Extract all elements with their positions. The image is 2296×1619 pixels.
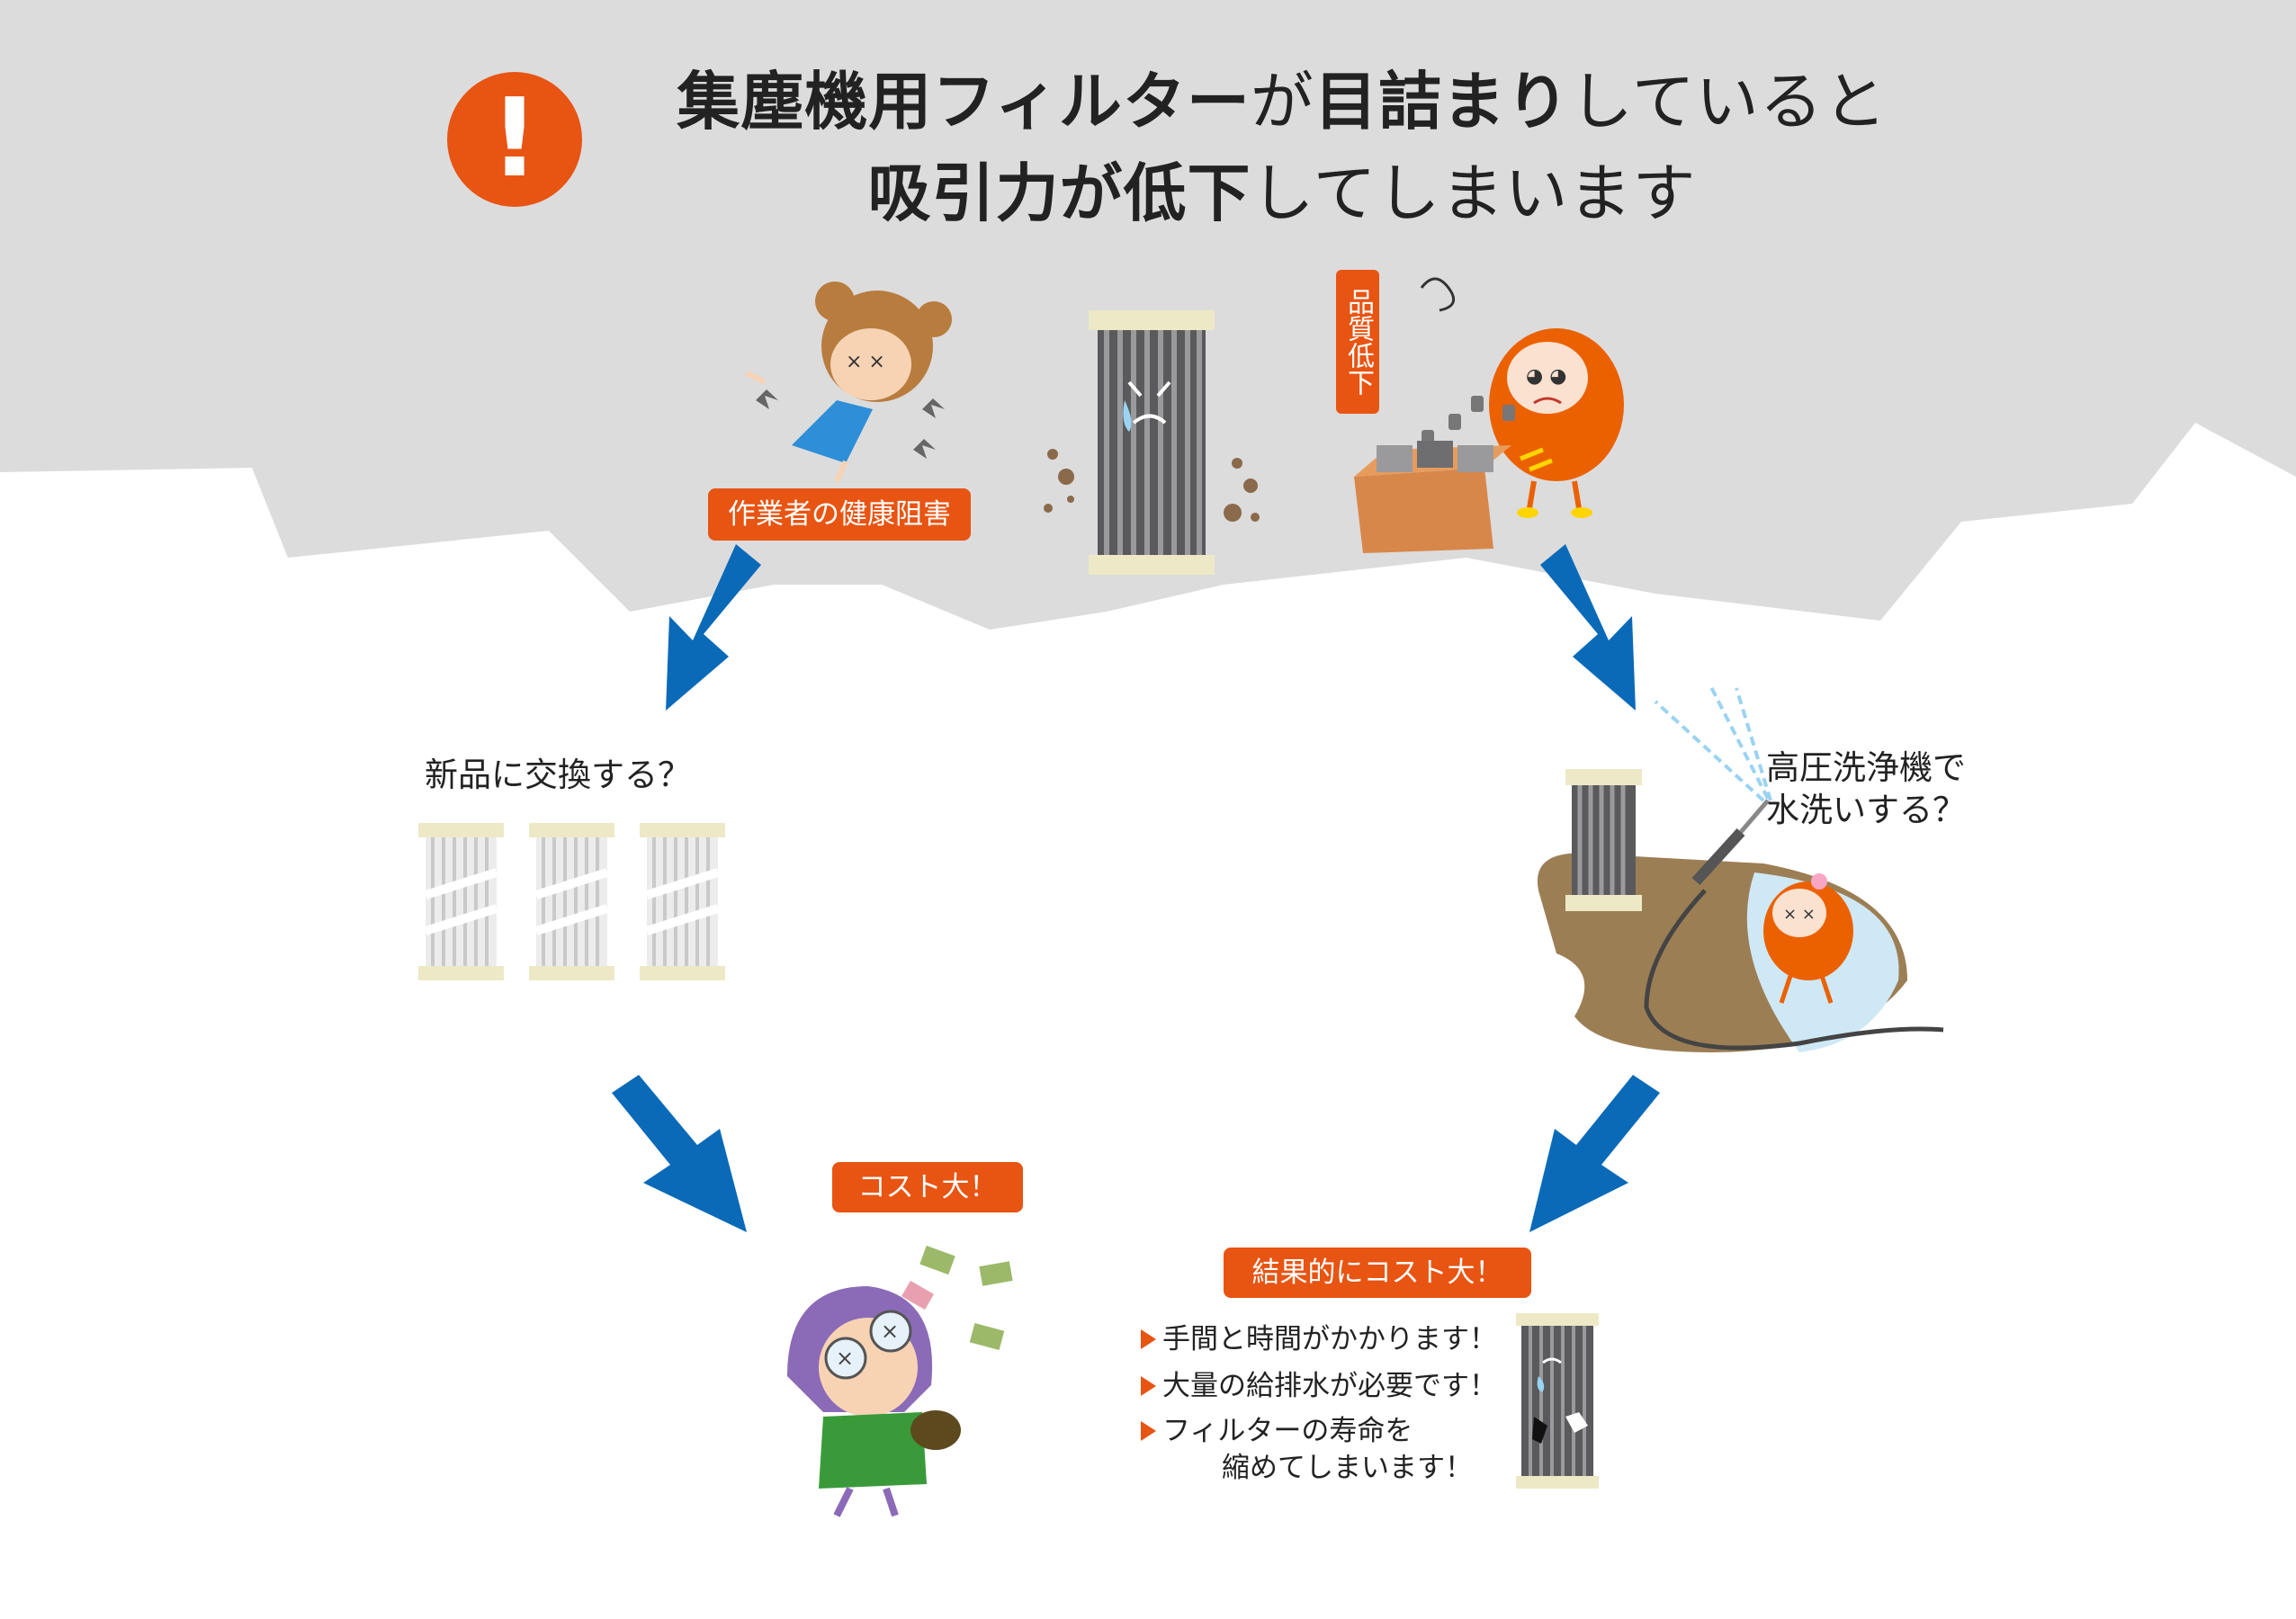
pressure-washing-illustration: × × xyxy=(1537,684,1944,1052)
arrow-down-right-top xyxy=(1540,544,1636,711)
arrow-down-left-top xyxy=(666,544,761,711)
cost-high-badge: コスト大！ xyxy=(832,1162,1023,1212)
broke-woman-illustration: × × xyxy=(787,1245,1013,1517)
new-filters-illustration xyxy=(418,823,725,980)
bullet-marker-3 xyxy=(1141,1421,1156,1441)
quality-decline-badge: 品質低下 xyxy=(1336,270,1379,414)
sick-girl-illustration: × × xyxy=(745,282,952,483)
svg-text:◕ ◕: ◕ ◕ xyxy=(1526,365,1566,388)
alert-icon: ! xyxy=(447,72,582,207)
svg-text:×: × xyxy=(881,1319,899,1344)
damaged-filter-illustration xyxy=(1516,1313,1599,1489)
new-filter-1 xyxy=(418,823,504,980)
clogged-filter-illustration xyxy=(1044,310,1260,575)
bullet-marker-2 xyxy=(1141,1376,1156,1396)
flying-money-icon xyxy=(901,1245,1013,1351)
bullet-text-1: 手間と時間がかかります！ xyxy=(1162,1323,1497,1355)
headline-line-2: 吸引力が低下してしまいます xyxy=(867,157,1697,230)
new-filter-2 xyxy=(529,823,614,980)
wash-question-line-2: 水洗いする？ xyxy=(1766,791,1966,829)
svg-text:×: × xyxy=(836,1346,854,1371)
bullet-text-3-continued: 縮めてしまいます！ xyxy=(1222,1452,1473,1484)
worried-daruma-illustration: ◕ ◕ xyxy=(1354,277,1624,553)
eventual-cost-high-badge: 結果的にコスト大！ xyxy=(1224,1248,1531,1298)
wash-question-line-1: 高圧洗浄機で xyxy=(1766,748,1966,787)
arrow-down-right-bottom xyxy=(612,1075,747,1232)
replace-question-text: 新品に交換する？ xyxy=(425,756,691,794)
health-hazard-badge: 作業者の健康阻害 xyxy=(708,488,971,541)
bullet-text-2: 大量の給排水が必要です！ xyxy=(1162,1370,1497,1402)
bullet-text-3: フィルターの寿命を xyxy=(1162,1415,1413,1447)
arrow-down-left-bottom xyxy=(1529,1075,1660,1232)
new-filter-3 xyxy=(640,823,725,980)
svg-text:× ×: × × xyxy=(846,351,885,373)
svg-text:× ×: × × xyxy=(1783,905,1816,924)
headline-line-1: 集塵機用フィルターが目詰まりしていると xyxy=(677,65,1888,139)
bullet-marker-1 xyxy=(1141,1329,1156,1349)
